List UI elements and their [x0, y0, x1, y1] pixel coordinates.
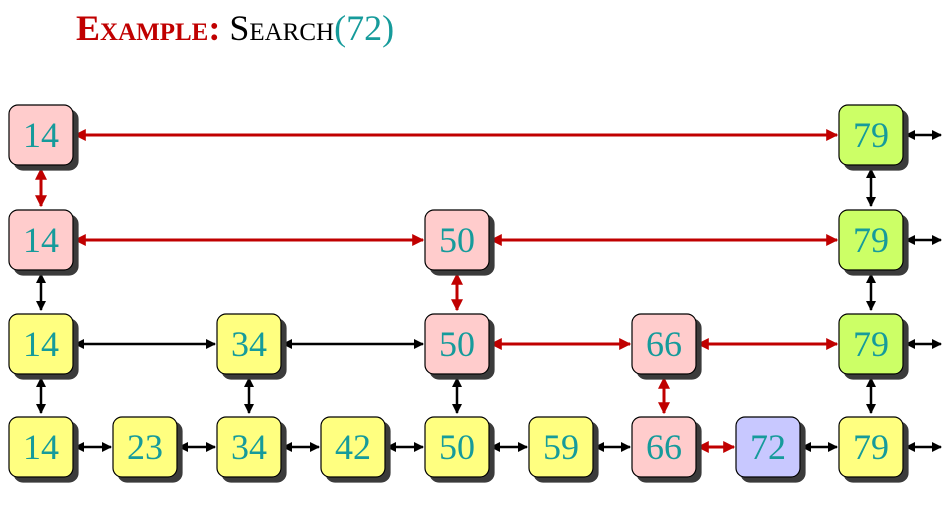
node-l1-50: 50 [424, 313, 490, 375]
node-l2-50: 50 [424, 209, 490, 271]
node-l1-34: 34 [216, 313, 282, 375]
node-l2-79: 79 [838, 209, 904, 271]
node-box [216, 313, 282, 375]
node-box [216, 416, 282, 478]
node-l1-79: 79 [838, 313, 904, 375]
node-box [8, 416, 74, 478]
node-key-label: 79 [853, 324, 889, 364]
links-layer [35, 129, 942, 453]
node-l0-50: 50 [424, 416, 490, 478]
node-l0-23: 23 [112, 416, 178, 478]
node-box [838, 209, 904, 271]
node-key-label: 34 [231, 324, 267, 364]
node-box [838, 416, 904, 478]
node-box [631, 416, 697, 478]
node-box [424, 313, 490, 375]
node-box [631, 313, 697, 375]
node-l0-42: 42 [320, 416, 386, 478]
node-l1-14: 14 [8, 313, 74, 375]
node-l0-66: 66 [631, 416, 697, 478]
node-key-label: 50 [439, 324, 475, 364]
node-box [424, 209, 490, 271]
node-box [838, 104, 904, 166]
node-key-label: 72 [750, 427, 786, 467]
node-box [8, 209, 74, 271]
node-l1-66: 66 [631, 313, 697, 375]
node-key-label: 14 [23, 220, 59, 260]
slide-title: Example: Search(72) [76, 4, 394, 52]
node-box [528, 416, 594, 478]
node-box [8, 104, 74, 166]
title-example-label: Example: [76, 8, 221, 48]
node-key-label: 23 [127, 427, 163, 467]
title-search-key: (72) [334, 8, 395, 48]
node-l0-14: 14 [8, 416, 74, 478]
node-l0-34: 34 [216, 416, 282, 478]
node-box [8, 313, 74, 375]
node-box [112, 416, 178, 478]
title-search-label: Search [229, 8, 335, 48]
node-box [735, 416, 801, 478]
node-key-label: 14 [23, 427, 59, 467]
node-l2-14: 14 [8, 209, 74, 271]
node-key-label: 14 [23, 115, 59, 155]
node-l3-14: 14 [8, 104, 74, 166]
node-key-label: 79 [853, 115, 889, 155]
node-key-label: 66 [646, 324, 682, 364]
node-key-label: 59 [543, 427, 579, 467]
node-key-label: 34 [231, 427, 267, 467]
node-l0-72: 72 [735, 416, 801, 478]
node-key-label: 14 [23, 324, 59, 364]
node-key-label: 42 [335, 427, 371, 467]
node-key-label: 66 [646, 427, 682, 467]
nodes-layer: 14 79 14 50 79 14 34 50 66 79 14 23 34 42 50 59 66 72 79 [8, 104, 904, 478]
node-key-label: 79 [853, 427, 889, 467]
node-l0-79: 79 [838, 416, 904, 478]
node-l0-59: 59 [528, 416, 594, 478]
node-box [424, 416, 490, 478]
node-key-label: 50 [439, 220, 475, 260]
node-box [320, 416, 386, 478]
node-l3-79: 79 [838, 104, 904, 166]
node-key-label: 79 [853, 220, 889, 260]
node-key-label: 50 [439, 427, 475, 467]
node-box [838, 313, 904, 375]
